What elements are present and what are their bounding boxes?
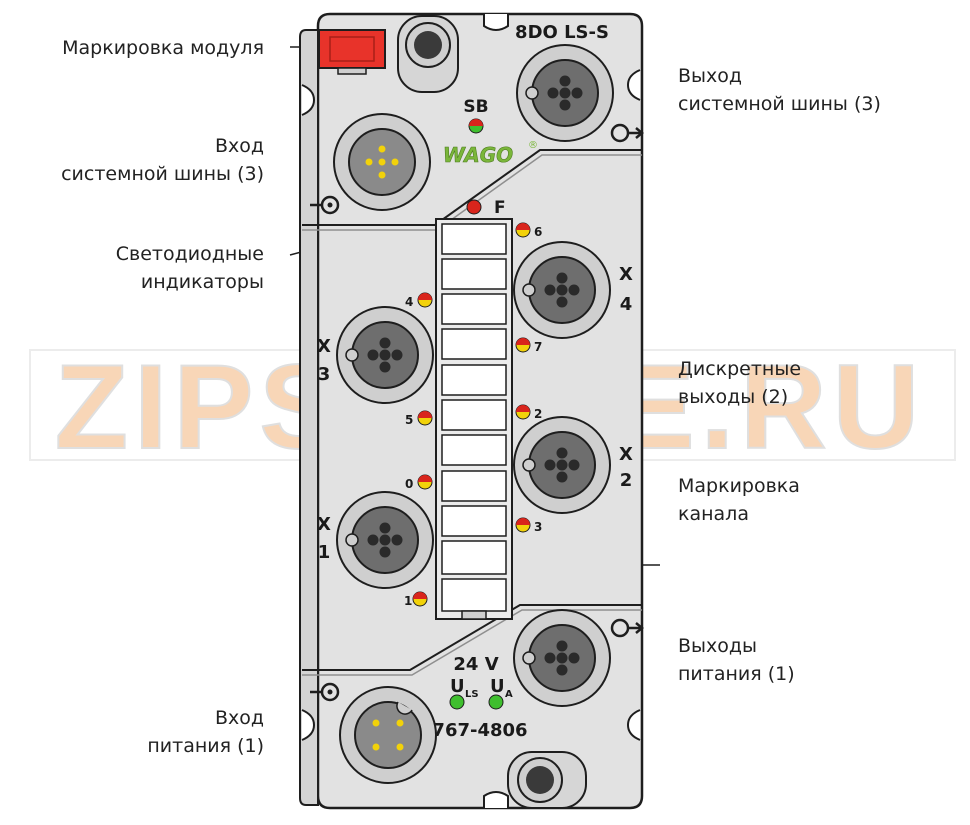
connector-x4	[513, 241, 611, 339]
connector-x2-letter: X	[619, 444, 633, 465]
fault-led	[466, 199, 482, 215]
callout-bus-output-line-1: Выход	[678, 65, 743, 87]
callout-power-input-line-1: Вход	[214, 707, 264, 729]
mounting-screw-top	[397, 15, 459, 93]
connector-x3	[336, 306, 434, 404]
power-ls-sub: LS	[465, 689, 479, 700]
connector-x1	[336, 491, 434, 589]
channel-led-7	[515, 337, 531, 353]
connector-x1-letter: X	[317, 514, 331, 535]
channel-marking-strip	[435, 218, 513, 620]
channel-leds: 6 4 7 2 5 0 3 1	[404, 222, 542, 608]
callout-leds-line-1: Светодиодные	[115, 243, 264, 265]
channel-led-5	[417, 410, 433, 426]
channel-led-label-3: 3	[534, 520, 542, 534]
callout-leds-line-2: индикаторы	[140, 271, 264, 293]
callout-digital-outputs: Дискретные выходы (2)	[678, 355, 801, 411]
channel-led-label-2: 2	[534, 407, 542, 421]
channel-led-label-7: 7	[534, 340, 542, 354]
callout-bus-input-line-1: Вход	[214, 135, 264, 157]
callout-digital-outputs-line-1: Дискретные	[678, 358, 802, 380]
callout-channel-marking: Маркировка канала	[678, 472, 800, 528]
power-led-a	[488, 694, 504, 710]
callout-bus-output-line-2: системной шины (3)	[678, 93, 881, 115]
channel-led-3	[515, 517, 531, 533]
callout-bus-input: Вход системной шины (3)	[61, 132, 264, 188]
power-output-socket	[513, 609, 611, 707]
model-name: 8DO LS-S	[515, 22, 609, 43]
callout-power-input-line-2: питания (1)	[147, 735, 264, 757]
bus-input-arrow-icon	[310, 195, 340, 215]
power-u-a-label: U	[490, 676, 505, 697]
article-number: 767-4806	[432, 720, 527, 741]
connector-x3-letter: X	[317, 336, 331, 357]
mounting-screw-bottom	[507, 751, 587, 809]
callout-module-marking-line-1: Маркировка модуля	[62, 37, 264, 59]
module-marker	[318, 29, 386, 75]
connector-x4-number: 4	[620, 294, 633, 315]
channel-led-0	[417, 474, 433, 490]
callout-bus-output: Выход системной шины (3)	[678, 62, 881, 118]
power-a-sub: A	[505, 689, 513, 700]
brand-registered-mark: ®	[528, 140, 538, 151]
connector-x3-number: 3	[318, 364, 331, 385]
channel-led-4	[417, 292, 433, 308]
power-input-arrow-icon	[310, 682, 340, 702]
channel-led-label-5: 5	[405, 413, 413, 427]
callout-power-outputs: Выходы питания (1)	[678, 632, 795, 688]
bus-output-arrow-icon	[610, 123, 644, 143]
power-input-plug	[339, 686, 437, 784]
callout-power-input: Вход питания (1)	[147, 704, 264, 760]
channel-led-6	[515, 222, 531, 238]
connector-x2-number: 2	[620, 470, 633, 491]
sb-led	[468, 118, 484, 134]
callout-power-outputs-line-1: Выходы	[678, 635, 758, 657]
channel-led-label-0: 0	[405, 477, 413, 491]
power-led-ls	[449, 694, 465, 710]
callout-power-outputs-line-2: питания (1)	[678, 663, 795, 685]
callout-bus-input-line-2: системной шины (3)	[61, 163, 264, 185]
fault-label: F	[494, 198, 506, 218]
callout-module-marking: Маркировка модуля	[62, 34, 264, 62]
power-u-ls-label: U	[450, 676, 465, 697]
callout-channel-marking-line-2: канала	[678, 503, 749, 525]
channel-led-label-6: 6	[534, 225, 542, 239]
callout-digital-outputs-line-2: выходы (2)	[678, 386, 789, 408]
channel-led-label-1: 1	[404, 594, 412, 608]
bus-input-plug	[333, 113, 431, 211]
voltage-label: 24 V	[453, 654, 498, 675]
power-output-arrow-icon	[610, 618, 644, 638]
connector-x4-letter: X	[619, 264, 633, 285]
brand-logo: WAGO	[443, 143, 513, 167]
channel-led-1	[412, 591, 428, 607]
connector-x2	[513, 416, 611, 514]
sb-label: SB	[463, 97, 488, 117]
bus-output-socket	[516, 44, 614, 142]
channel-led-2	[515, 404, 531, 420]
channel-led-label-4: 4	[405, 295, 413, 309]
connector-x1-number: 1	[318, 542, 331, 563]
callout-channel-marking-line-1: Маркировка	[678, 475, 800, 497]
callout-leds: Светодиодные индикаторы	[116, 240, 264, 296]
